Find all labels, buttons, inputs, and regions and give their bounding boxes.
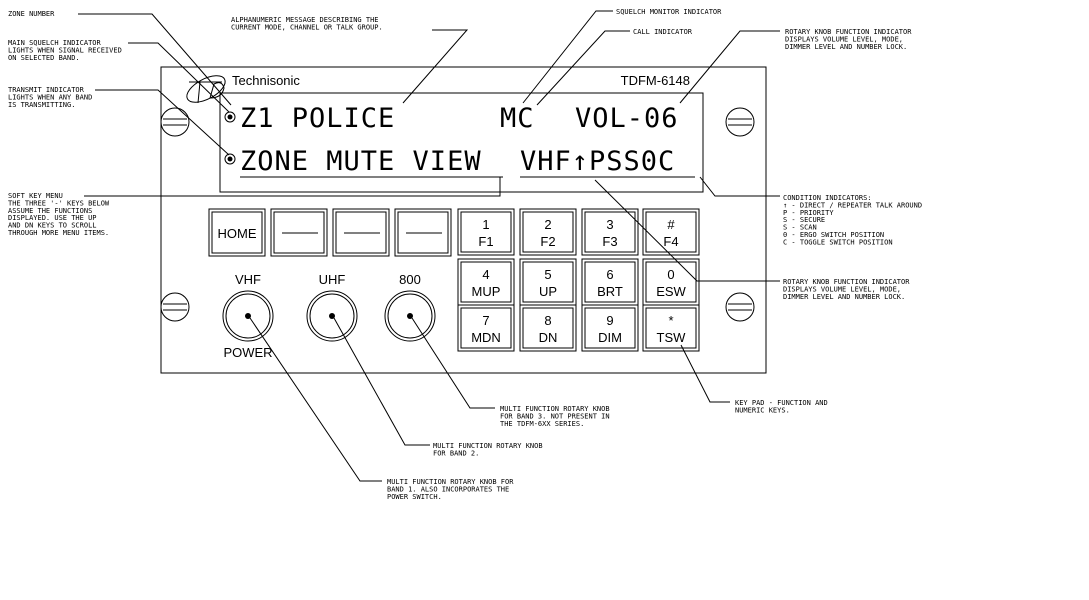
- soft-key-home[interactable]: HOME: [208, 208, 266, 257]
- knob-800[interactable]: [384, 290, 436, 342]
- keypad-key-bottom-label: MDN: [471, 330, 501, 345]
- model-number: TDFM-6148: [621, 73, 690, 88]
- keypad-key-4[interactable]: # F4: [642, 208, 700, 256]
- squelch-indicator-led-icon: [224, 111, 236, 123]
- keypad-key-1[interactable]: 1F1: [457, 208, 515, 256]
- keypad-key-top-label: 4: [482, 267, 489, 282]
- keypad-key-bottom-label: ESW: [656, 284, 686, 299]
- mounting-screw-bottom-right: [725, 292, 755, 322]
- keypad-key-top-label: 6: [606, 267, 613, 282]
- keypad-key-top-label: #: [667, 217, 675, 232]
- soft-key-2[interactable]: [332, 208, 390, 257]
- keypad-key-top-label: 5: [544, 267, 551, 282]
- display-soft-key-menu: ZONE MUTE VIEW: [240, 146, 482, 177]
- keypad-key-top-label: 7: [482, 313, 489, 328]
- keypad-key-top-label: 1: [482, 217, 489, 232]
- keypad-key-bottom-label: TSW: [657, 330, 687, 345]
- knob-label-800: 800: [399, 272, 421, 287]
- keypad-key-bottom-label: F2: [540, 234, 555, 249]
- callout-squelch-monitor: SQUELCH MONITOR INDICATOR: [616, 8, 722, 16]
- transmit-indicator-led-icon: [224, 153, 236, 165]
- keypad-key-10[interactable]: 8DN: [519, 304, 577, 352]
- keypad-key-bottom-label: BRT: [597, 284, 623, 299]
- callout-call-indicator: CALL INDICATOR: [633, 28, 693, 36]
- keypad: 1F12F23F3#F44MUP5UP6BRT0ESW7MDN8DN9DIM*T…: [457, 208, 700, 352]
- keypad-key-bottom-label: F4: [663, 234, 678, 249]
- keypad-key-top-label: 3: [606, 217, 613, 232]
- lcd-display: [219, 92, 704, 193]
- leader-lines: [78, 10, 780, 482]
- keypad-key-top-label: 9: [606, 313, 613, 328]
- soft-key-1[interactable]: [270, 208, 328, 257]
- technisonic-logo-icon: [186, 75, 226, 104]
- radio-panel: [160, 66, 767, 374]
- keypad-key-bottom-label: DN: [539, 330, 558, 345]
- keypad-key-12[interactable]: * TSW: [642, 304, 700, 352]
- knob-label-vhf: VHF: [235, 272, 261, 287]
- keypad-key-6[interactable]: 5UP: [519, 258, 577, 306]
- display-volume: VOL-06: [575, 103, 679, 134]
- mounting-screw-top-right: [725, 107, 755, 137]
- callout-condition: CONDITION INDICATORS:↑ - DIRECT / REPEAT…: [783, 194, 922, 246]
- brand-name: Technisonic: [232, 73, 300, 88]
- keypad-key-top-label: 8: [544, 313, 551, 328]
- keypad-key-top-label: 2: [544, 217, 551, 232]
- mounting-screw-bottom-left: [160, 292, 190, 322]
- display-band-condition: VHF↑PSS0C: [520, 146, 675, 177]
- keypad-key-3[interactable]: 3F3: [581, 208, 639, 256]
- display-mode-indicator: MC: [500, 103, 535, 134]
- knob-uhf[interactable]: [306, 290, 358, 342]
- knob-vhf[interactable]: [222, 290, 274, 342]
- soft-key-home-label: HOME: [218, 226, 257, 241]
- keypad-key-2[interactable]: 2F2: [519, 208, 577, 256]
- keypad-key-top-label: *: [668, 313, 673, 328]
- mounting-screw-top-left: [160, 107, 190, 137]
- knob-label-uhf: UHF: [319, 272, 346, 287]
- callout-zone-number: ZONE NUMBER: [8, 10, 55, 18]
- keypad-key-bottom-label: F3: [602, 234, 617, 249]
- keypad-key-bottom-label: UP: [539, 284, 557, 299]
- keypad-key-top-label: 0: [667, 267, 674, 282]
- keypad-key-bottom-label: MUP: [472, 284, 501, 299]
- keypad-key-bottom-label: F1: [478, 234, 493, 249]
- display-zone-channel: Z1 POLICE: [240, 103, 395, 134]
- keypad-key-bottom-label: DIM: [598, 330, 622, 345]
- soft-key-3[interactable]: [394, 208, 452, 257]
- power-label: POWER: [223, 345, 272, 360]
